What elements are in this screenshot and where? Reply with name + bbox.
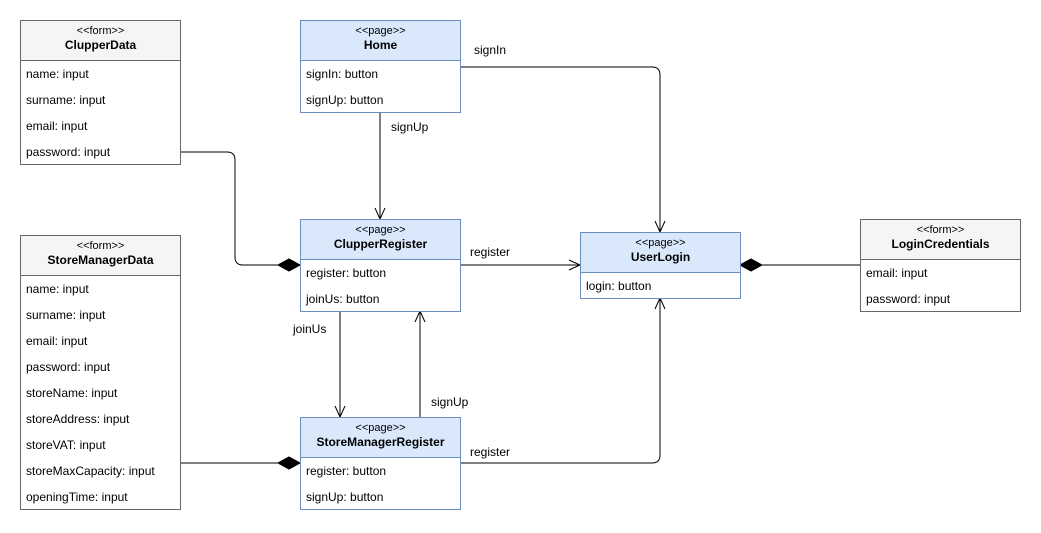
attribute: register: button [306,266,387,280]
class-clupper-register[interactable]: <<page>> ClupperRegister register: butto… [300,219,461,312]
stereotype-label: <<page>> [355,25,406,37]
composition-diamond [276,258,302,272]
stereotype-label: <<form>> [76,240,125,252]
composition-diamond [276,456,302,470]
attribute: surname: input [26,93,106,107]
stereotype-label: <<form>> [916,224,965,236]
class-home[interactable]: <<page>> Home signIn: button signUp: but… [300,20,461,113]
class-name: LoginCredentials [891,237,990,251]
edge-label-home-signup: signUp [391,120,429,134]
edge-home-signin [460,66,666,234]
class-login-credentials[interactable]: <<form>> LoginCredentials email: input p… [860,219,1021,312]
attribute: name: input [26,67,89,81]
edge-label-clupper-joinus: joinUs [293,322,327,336]
attribute: name: input [26,282,89,296]
edge-store-manager-register-to-login [460,296,666,464]
stereotype-label: <<form>> [76,25,125,37]
stereotype-label: <<page>> [635,237,686,249]
class-user-login[interactable]: <<page>> UserLogin login: button [580,232,741,299]
attribute: password: input [866,292,951,306]
class-name: StoreManagerData [47,253,154,267]
attribute: storeVAT: input [26,438,106,452]
attribute: password: input [26,360,111,374]
attribute: signUp: button [306,490,384,504]
edge-label-store-manager-register: register [470,445,511,459]
attribute: surname: input [26,308,106,322]
class-clupper-data[interactable]: <<form>> ClupperData name: input surname… [20,20,181,165]
attribute: password: input [26,145,111,159]
attribute: email: input [26,334,88,348]
stereotype-label: <<page>> [355,422,406,434]
attribute: storeAddress: input [26,412,130,426]
edge-label-home-signin: signIn [474,43,507,57]
stereotype-label: <<page>> [355,224,406,236]
class-name: StoreManagerRegister [316,435,445,449]
class-store-manager-data[interactable]: <<form>> StoreManagerData name: input su… [20,235,181,510]
attribute: signIn: button [306,67,379,81]
edge-label-store-manager-signup: signUp [431,395,469,409]
attribute: openingTime: input [26,490,128,504]
edge-label-clupper-register: register [470,245,511,259]
attribute: storeName: input [26,386,118,400]
attribute: register: button [306,464,387,478]
edge-clupper-data-composition [180,151,278,266]
attribute: signUp: button [306,93,384,107]
attribute: joinUs: button [306,292,380,306]
attribute: email: input [26,119,88,133]
class-name: UserLogin [630,250,691,264]
class-name: ClupperData [64,38,137,52]
attribute: storeMaxCapacity: input [26,464,155,478]
class-name: ClupperRegister [333,237,428,251]
attribute: login: button [586,279,652,293]
class-name: Home [363,38,398,52]
composition-diamond [738,258,764,272]
attribute: email: input [866,266,928,280]
class-store-manager-register[interactable]: <<page>> StoreManagerRegister register: … [300,417,461,510]
